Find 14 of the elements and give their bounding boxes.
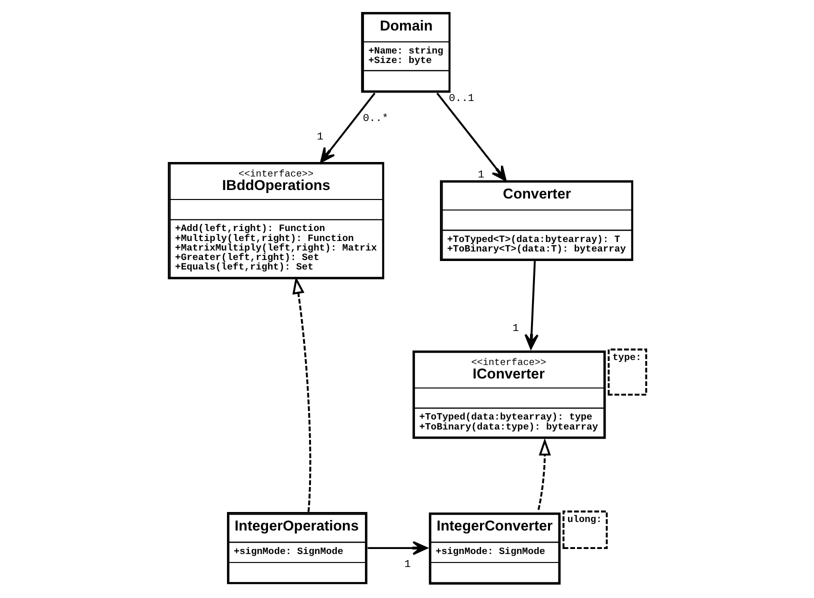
arrow [524, 261, 538, 350]
label: 0..* [362, 112, 388, 125]
label: 1 [477, 170, 484, 182]
node-label: ulong: [566, 514, 602, 526]
arrow [436, 92, 506, 182]
label: 1 [316, 132, 323, 144]
node-label: type: [612, 352, 641, 364]
label: 1 [404, 558, 410, 571]
label: 1 [512, 323, 518, 336]
label: 0..1 [448, 93, 474, 105]
arrow [367, 541, 428, 556]
arrow [537, 438, 550, 510]
arrow [292, 276, 311, 512]
arrow [320, 92, 375, 163]
